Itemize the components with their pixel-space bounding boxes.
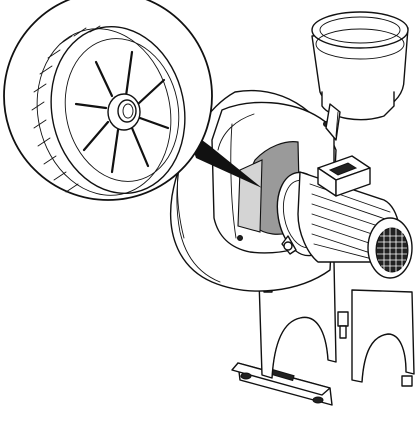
impeller-detail [3, 0, 213, 201]
base-plate [231, 362, 333, 406]
callout-pointer [186, 128, 262, 188]
motor-fan-cover [367, 217, 413, 279]
inlet-duct [311, 11, 409, 141]
